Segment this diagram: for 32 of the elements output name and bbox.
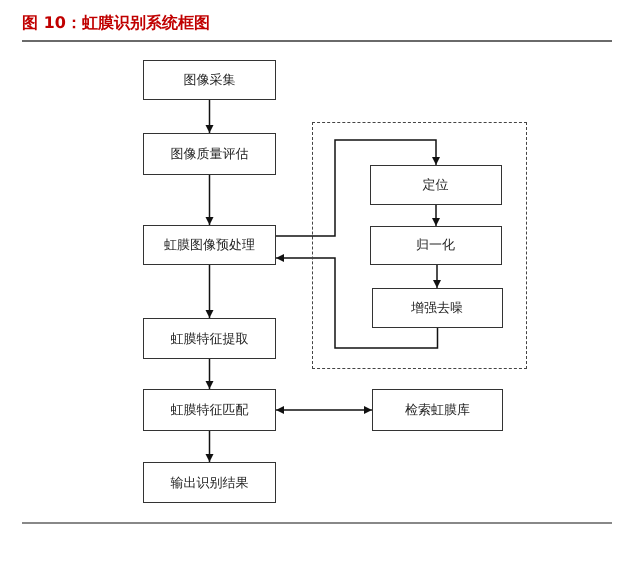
process-box [143,133,276,175]
process-box [372,389,503,431]
arrow [276,254,438,349]
arrow [433,265,441,288]
arrow [206,100,214,133]
arrow [206,359,214,389]
process-box [143,60,276,100]
arrow [276,406,372,414]
arrow [206,175,214,225]
process-box [372,288,502,328]
box-label: 归一化 [416,237,455,254]
box-label: 检索虹膜库 [405,402,470,419]
dashed-group-frame [312,122,527,369]
box-label: 虹膜特征匹配 [170,402,248,419]
box-label: 定位 [422,176,448,194]
arrow [206,265,214,318]
box-label: 图像采集 [184,72,236,89]
process-box [370,164,502,204]
box-label: 输出识别结果 [170,474,248,492]
process-box [143,225,276,265]
box-label: 增强去噪 [411,300,463,316]
arrow [432,205,440,226]
process-box [143,389,276,431]
box-label: 虹膜特征提取 [170,330,248,348]
process-box [370,226,502,264]
process-box [143,462,276,503]
process-box [143,318,276,359]
box-label: 虹膜图像预处理 [164,237,255,254]
box-label: 图像质量评估 [170,146,248,163]
arrow [206,431,214,462]
figure-title: 图 10：虹膜识别系统框图 [22,13,210,34]
arrow [276,139,440,237]
